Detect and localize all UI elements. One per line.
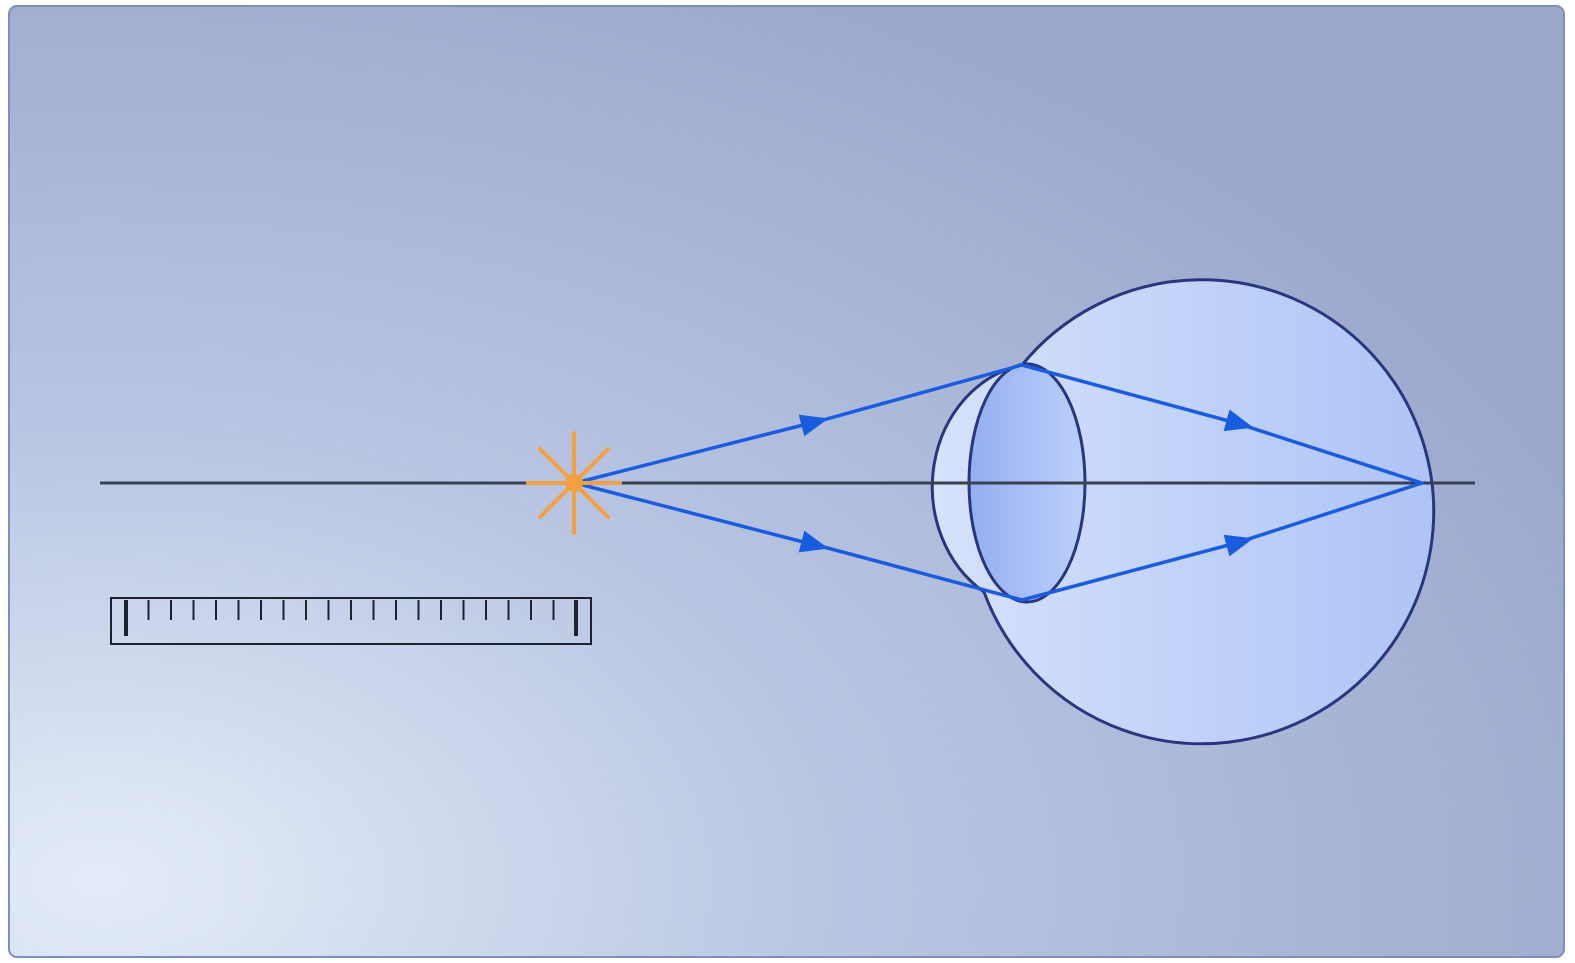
star-burst-icon — [528, 433, 620, 533]
